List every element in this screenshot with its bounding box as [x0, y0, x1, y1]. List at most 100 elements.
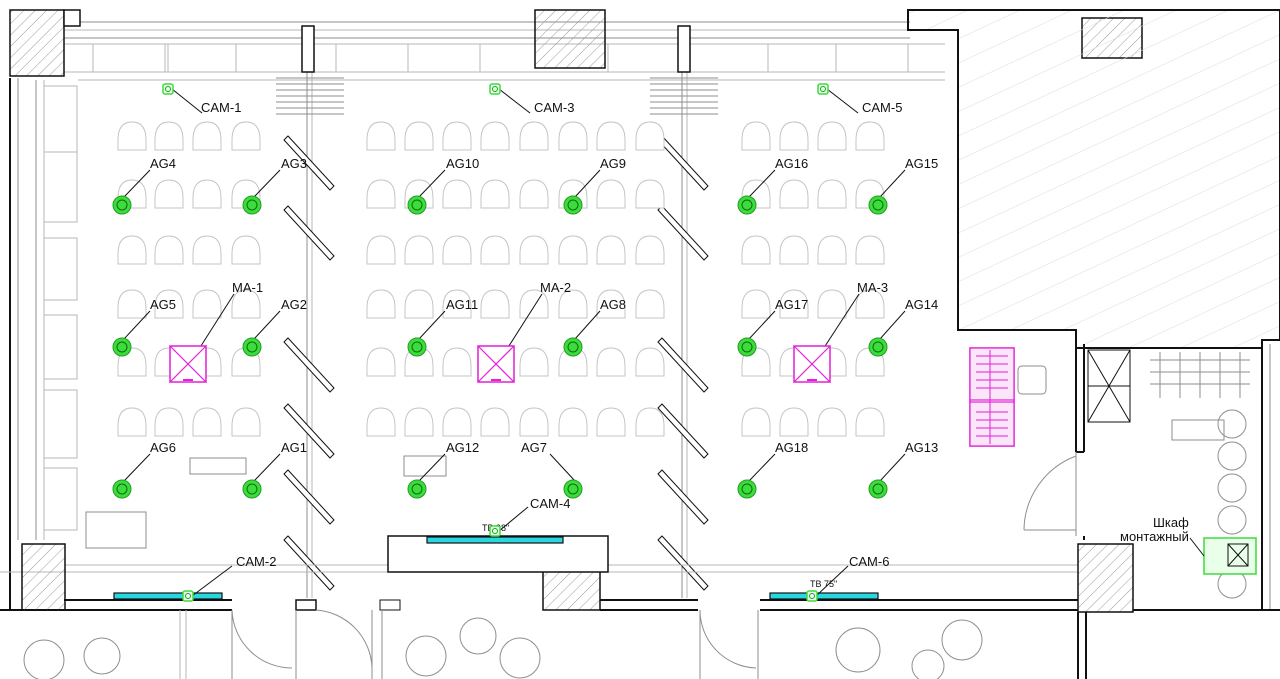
chair — [519, 121, 549, 151]
cam-5-camera: CAM-5 — [817, 83, 902, 115]
speaker-ag7: AG7 — [521, 440, 583, 499]
chair — [442, 235, 472, 265]
chair — [519, 235, 549, 265]
cabinet-label-line1: Шкаф — [1153, 515, 1189, 530]
chair — [635, 179, 665, 209]
chair — [117, 289, 147, 319]
chair — [231, 289, 261, 319]
speaker-label: AG17 — [775, 297, 808, 312]
chair — [635, 121, 665, 151]
cam-6-camera: CAM-6 — [806, 554, 889, 602]
chair — [366, 407, 396, 437]
chair — [404, 407, 434, 437]
chair — [741, 407, 771, 437]
mounting-cabinet — [1189, 537, 1257, 575]
chairs — [117, 121, 885, 437]
mic-label: MA-2 — [540, 280, 571, 295]
chair — [558, 235, 588, 265]
speaker-ag2: AG2 — [242, 297, 307, 357]
chair — [442, 347, 472, 377]
ma-1-mic-array: MA-1 — [169, 280, 263, 383]
mic-label: MA-1 — [232, 280, 263, 295]
chair — [154, 179, 184, 209]
chair — [635, 407, 665, 437]
chair — [817, 407, 847, 437]
speaker-label: AG16 — [775, 156, 808, 171]
camera-label: CAM-2 — [236, 554, 276, 569]
speaker-ag18: AG18 — [737, 440, 808, 499]
mic-label: MA-3 — [857, 280, 888, 295]
chair — [855, 407, 885, 437]
speaker-label: AG4 — [150, 156, 176, 171]
chair — [779, 235, 809, 265]
chair — [596, 121, 626, 151]
chair — [480, 407, 510, 437]
chair — [154, 235, 184, 265]
speaker-ag1: AG1 — [242, 440, 307, 499]
chair — [117, 121, 147, 151]
chair — [596, 235, 626, 265]
chair — [117, 407, 147, 437]
speaker-ag3: AG3 — [242, 156, 307, 215]
speaker-ag6: AG6 — [112, 440, 176, 499]
chair — [635, 235, 665, 265]
chair — [596, 347, 626, 377]
chair — [192, 121, 222, 151]
chair — [635, 347, 665, 377]
screen-room2 — [426, 536, 564, 544]
ma-3-mic-array: MA-3 — [793, 280, 888, 383]
chair — [779, 289, 809, 319]
chair — [117, 235, 147, 265]
chair — [480, 179, 510, 209]
chair — [366, 289, 396, 319]
ma-2-mic-array: MA-2 — [477, 280, 571, 383]
chair — [817, 235, 847, 265]
chair — [442, 121, 472, 151]
chair — [519, 347, 549, 377]
camera-label: CAM-6 — [849, 554, 889, 569]
chair — [231, 407, 261, 437]
chair — [231, 235, 261, 265]
chair — [855, 121, 885, 151]
chair — [519, 407, 549, 437]
speaker-label: AG15 — [905, 156, 938, 171]
chair — [779, 407, 809, 437]
camera-label: CAM-4 — [530, 496, 570, 511]
chair — [779, 121, 809, 151]
chair — [366, 121, 396, 151]
speaker-ag16: AG16 — [737, 156, 808, 215]
chair — [366, 235, 396, 265]
speaker-label: AG18 — [775, 440, 808, 455]
chair — [779, 179, 809, 209]
chair — [442, 179, 472, 209]
speaker-label: AG10 — [446, 156, 479, 171]
chair — [192, 235, 222, 265]
cam-1-camera: CAM-1 — [162, 83, 241, 115]
chair — [404, 235, 434, 265]
cam-3-camera: CAM-3 — [489, 83, 574, 115]
camera-label: CAM-1 — [201, 100, 241, 115]
chair — [480, 289, 510, 319]
speaker-ag5: AG5 — [112, 297, 176, 357]
speaker-ag10: AG10 — [407, 156, 479, 215]
speaker-ag15: AG15 — [868, 156, 938, 215]
speaker-ag13: AG13 — [868, 440, 938, 499]
chair — [817, 179, 847, 209]
chair — [741, 289, 771, 319]
chair — [855, 289, 885, 319]
speaker-ag9: AG9 — [563, 156, 626, 215]
camera-label: CAM-3 — [534, 100, 574, 115]
screen-room1 — [113, 592, 223, 600]
speaker-ag11: AG11 — [407, 297, 478, 357]
speaker-label: AG9 — [600, 156, 626, 171]
chair — [442, 407, 472, 437]
chair — [817, 121, 847, 151]
speaker-label: AG13 — [905, 440, 938, 455]
speaker-label: AG6 — [150, 440, 176, 455]
chair — [817, 289, 847, 319]
cabinet-label-line2: монтажный — [1120, 529, 1189, 544]
camera-label: CAM-5 — [862, 100, 902, 115]
chair — [596, 179, 626, 209]
